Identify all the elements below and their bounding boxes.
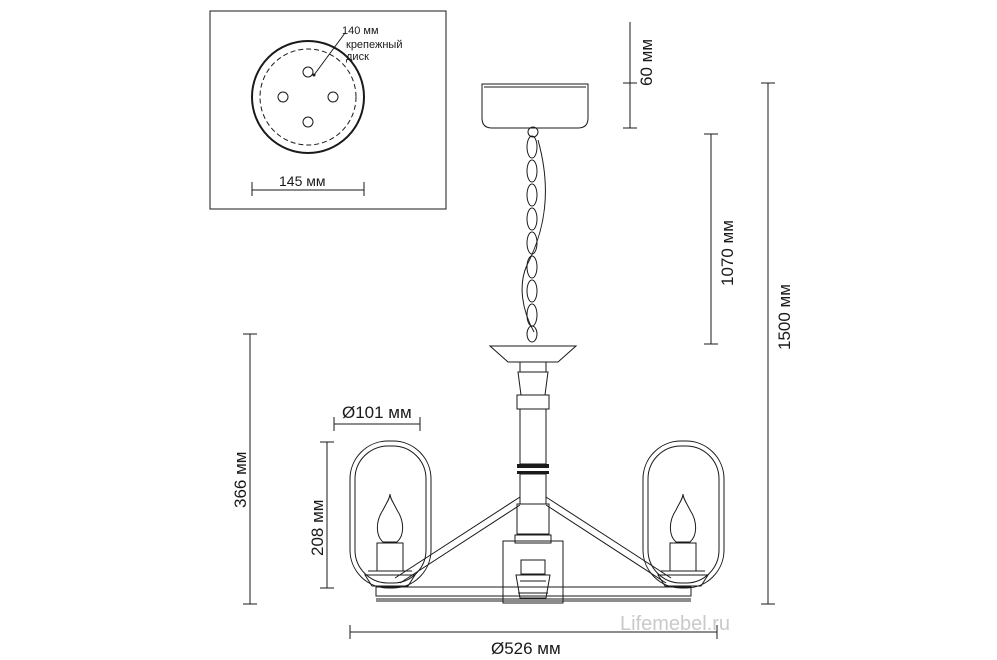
right-glass-shade bbox=[642, 440, 725, 589]
right-arm bbox=[545, 496, 672, 579]
disk-caption-line1: крепежный bbox=[346, 39, 402, 51]
watermark: Lifemebel.ru bbox=[620, 613, 730, 635]
inset-frame bbox=[209, 10, 447, 210]
suspension-chain bbox=[521, 126, 546, 343]
right-socket bbox=[669, 542, 697, 572]
mount-hole-top bbox=[302, 66, 314, 78]
center-lamp bbox=[502, 534, 564, 604]
disk-leader-line bbox=[313, 32, 346, 76]
ceiling-canopy bbox=[481, 83, 589, 129]
right-lamp bbox=[642, 440, 725, 589]
canopy-outline bbox=[251, 40, 365, 154]
disk-diameter-label: 140 мм bbox=[342, 25, 379, 37]
shade-height-label: 208 мм bbox=[308, 500, 327, 556]
mount-hole-right bbox=[327, 91, 339, 103]
dim-chain-length: 1070 мм bbox=[704, 133, 737, 345]
base-ring bbox=[375, 586, 692, 597]
dim-body-height: 366 мм bbox=[231, 333, 257, 605]
dim-canopy-height: 60 мм bbox=[623, 22, 656, 129]
overall-diameter-label: Ø526 мм bbox=[491, 639, 561, 658]
left-lamp bbox=[349, 440, 432, 589]
center-bulb bbox=[515, 574, 551, 599]
center-shade bbox=[502, 540, 564, 604]
left-socket bbox=[376, 542, 404, 572]
left-candle-bulb bbox=[376, 493, 404, 543]
body-height-label: 366 мм bbox=[231, 452, 250, 508]
dim-overall-diameter: Ø526 мм bbox=[349, 625, 718, 658]
canopy-height-label: 60 мм bbox=[637, 39, 656, 86]
mount-hole-left bbox=[277, 91, 289, 103]
left-glass-shade bbox=[349, 440, 432, 589]
canopy-body bbox=[481, 83, 589, 129]
disk-caption-line2: диск bbox=[346, 51, 369, 63]
disk-leader-dot bbox=[312, 73, 316, 77]
stem-top-cup bbox=[488, 345, 578, 363]
chain-length-label: 1070 мм bbox=[718, 220, 737, 286]
dim-shade-height: 208 мм bbox=[308, 441, 334, 589]
power-cord bbox=[521, 139, 546, 333]
total-height-label: 1500 мм bbox=[775, 284, 794, 350]
left-arm bbox=[394, 496, 521, 579]
chandelier-stem bbox=[488, 345, 578, 535]
dim-shade-diameter: Ø101 мм bbox=[333, 403, 421, 431]
inset-panel: 140 мм крепежный диск 145 мм bbox=[209, 10, 447, 210]
mounting-disk-outline bbox=[259, 48, 357, 146]
canopy-diameter-label: 145 мм bbox=[279, 173, 326, 189]
shade-diameter-label: Ø101 мм bbox=[342, 403, 412, 422]
mount-hole-bottom bbox=[302, 116, 314, 128]
right-candle-bulb bbox=[669, 493, 697, 543]
chandelier-frame bbox=[375, 496, 692, 602]
dim-total-height: 1500 мм bbox=[761, 82, 794, 605]
